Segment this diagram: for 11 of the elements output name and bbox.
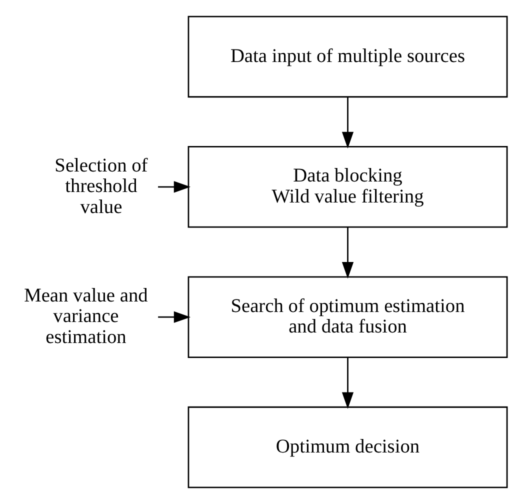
arrow (342, 356, 354, 408)
arrow (158, 310, 191, 322)
node-box: Data input of multiple sources (188, 15, 508, 98)
node-text: Mean value and variance estimation (24, 284, 148, 348)
node-box: Search of optimum estimation and data fusion (188, 276, 508, 358)
arrow (342, 226, 354, 278)
node-box: Optimum decision (188, 406, 508, 488)
arrow (342, 96, 354, 148)
node-text: Selection of threshold value (54, 154, 148, 218)
arrow (158, 180, 191, 192)
node-box: Data blocking Wild value filtering (188, 146, 508, 228)
